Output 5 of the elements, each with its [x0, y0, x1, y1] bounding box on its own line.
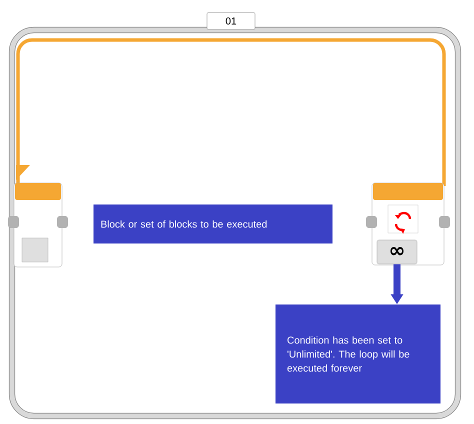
loop-start-block [8, 182, 68, 268]
callout-box: Condition has been set to 'Unlimited'. The loop will be executed forever [276, 304, 440, 404]
node-label: 01 [226, 17, 236, 25]
mode-selector: ∞ [376, 240, 418, 264]
callout-box: Block or set of blocks to be executed [94, 204, 332, 244]
